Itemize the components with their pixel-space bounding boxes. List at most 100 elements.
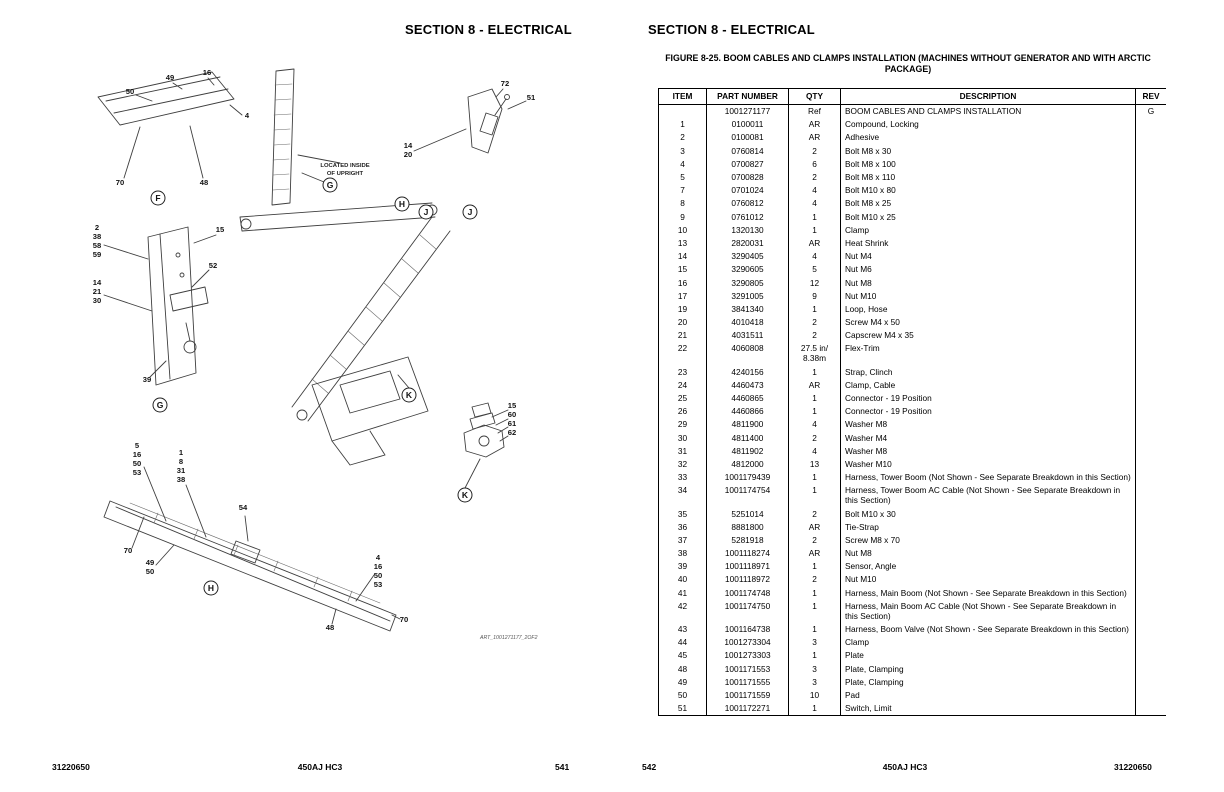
cell-part: 1320130: [706, 223, 789, 237]
cell-rev: [1135, 457, 1166, 471]
left-footer-model: 450AJ HC3: [297, 762, 343, 772]
cell-desc: Connector - 19 Position: [840, 391, 1136, 405]
callout-15: 15: [508, 401, 517, 410]
callout-8: 8: [179, 457, 183, 466]
cell-desc: Bolt M10 x 30: [840, 506, 1136, 521]
svg-text:J: J: [468, 207, 473, 217]
cell-rev: [1135, 249, 1166, 263]
cell-item: 17: [658, 289, 707, 303]
svg-text:G: G: [157, 400, 164, 410]
cell-desc: Clamp: [840, 223, 1136, 237]
cell-rev: [1135, 533, 1166, 547]
callout-38: 38: [177, 475, 185, 484]
cell-item: 3: [658, 144, 707, 158]
cell-desc: Loop, Hose: [840, 302, 1136, 316]
callout-20: 20: [404, 150, 412, 159]
callout-14: 14: [404, 141, 413, 150]
cell-qty: 1: [788, 391, 841, 405]
cell-part: 4812000: [706, 457, 789, 471]
circle-label-J: J: [462, 204, 478, 220]
callout-1: 1: [179, 448, 184, 457]
cell-rev: [1135, 546, 1166, 560]
cell-rev: [1135, 662, 1166, 676]
svg-text:G: G: [327, 180, 334, 190]
circle-label-F: F: [150, 190, 166, 206]
callout-53: 53: [133, 468, 141, 477]
cell-item: 43: [658, 622, 707, 636]
cell-part: 0700828: [706, 170, 789, 184]
cell-rev: [1135, 302, 1166, 316]
callout-2: 2: [95, 223, 99, 232]
cell-qty: AR: [788, 236, 841, 250]
svg-text:H: H: [399, 199, 405, 209]
cell-rev: [1135, 236, 1166, 250]
callout-58: 58: [93, 241, 101, 250]
cell-part: 8881800: [706, 520, 789, 534]
cell-part: 1001171553: [706, 662, 789, 676]
figure-title: FIGURE 8-25. BOOM CABLES AND CLAMPS INST…: [665, 53, 1151, 74]
cell-item: 22: [658, 341, 707, 366]
cell-part: 4240156: [706, 365, 789, 379]
cell-qty: 3: [788, 635, 841, 649]
cell-rev: [1135, 635, 1166, 649]
cell-desc: Nut M8: [840, 275, 1136, 290]
callout-53: 53: [374, 580, 382, 589]
circle-label-G: G: [322, 177, 338, 193]
callout-30: 30: [93, 296, 101, 305]
cell-qty: 2: [788, 315, 841, 329]
cell-rev: [1135, 622, 1166, 636]
cell-rev: [1135, 483, 1166, 507]
cell-qty: 3: [788, 662, 841, 676]
callout-72: 72: [501, 79, 509, 88]
circle-label-H: H: [203, 580, 219, 596]
cell-part: 4010418: [706, 315, 789, 329]
callout-48: 48: [200, 178, 208, 187]
cell-rev: [1135, 365, 1166, 379]
cell-item: 15: [658, 262, 707, 276]
cell-qty: 1: [788, 365, 841, 379]
cell-item: 51: [658, 701, 707, 716]
callout-4: 4: [245, 111, 250, 120]
cell-item: 39: [658, 559, 707, 573]
column-header-part-number: PART NUMBER: [706, 88, 789, 105]
diagram-svg: LOCATED INSIDE OF UPRIGHT ART_1001271177…: [93, 68, 538, 641]
cell-qty: 1: [788, 302, 841, 316]
cell-desc: Bolt M8 x 25: [840, 196, 1136, 210]
cell-qty: 1: [788, 701, 841, 716]
cell-desc: Plate, Clamping: [840, 675, 1136, 689]
cell-rev: [1135, 117, 1166, 131]
cell-part: 4811400: [706, 431, 789, 445]
cell-item: [658, 104, 707, 118]
cell-rev: [1135, 328, 1166, 342]
cell-desc: Pad: [840, 688, 1136, 702]
column-header-description: DESCRIPTION: [840, 88, 1136, 105]
cell-rev: [1135, 506, 1166, 521]
cell-rev: [1135, 170, 1166, 184]
cell-part: 1001174754: [706, 483, 789, 507]
cell-desc: Sensor, Angle: [840, 559, 1136, 573]
cell-part: 1001118972: [706, 572, 789, 587]
svg-text:F: F: [155, 193, 160, 203]
cell-item: 44: [658, 635, 707, 649]
cell-item: 19: [658, 302, 707, 316]
circle-label-K: K: [401, 387, 417, 403]
